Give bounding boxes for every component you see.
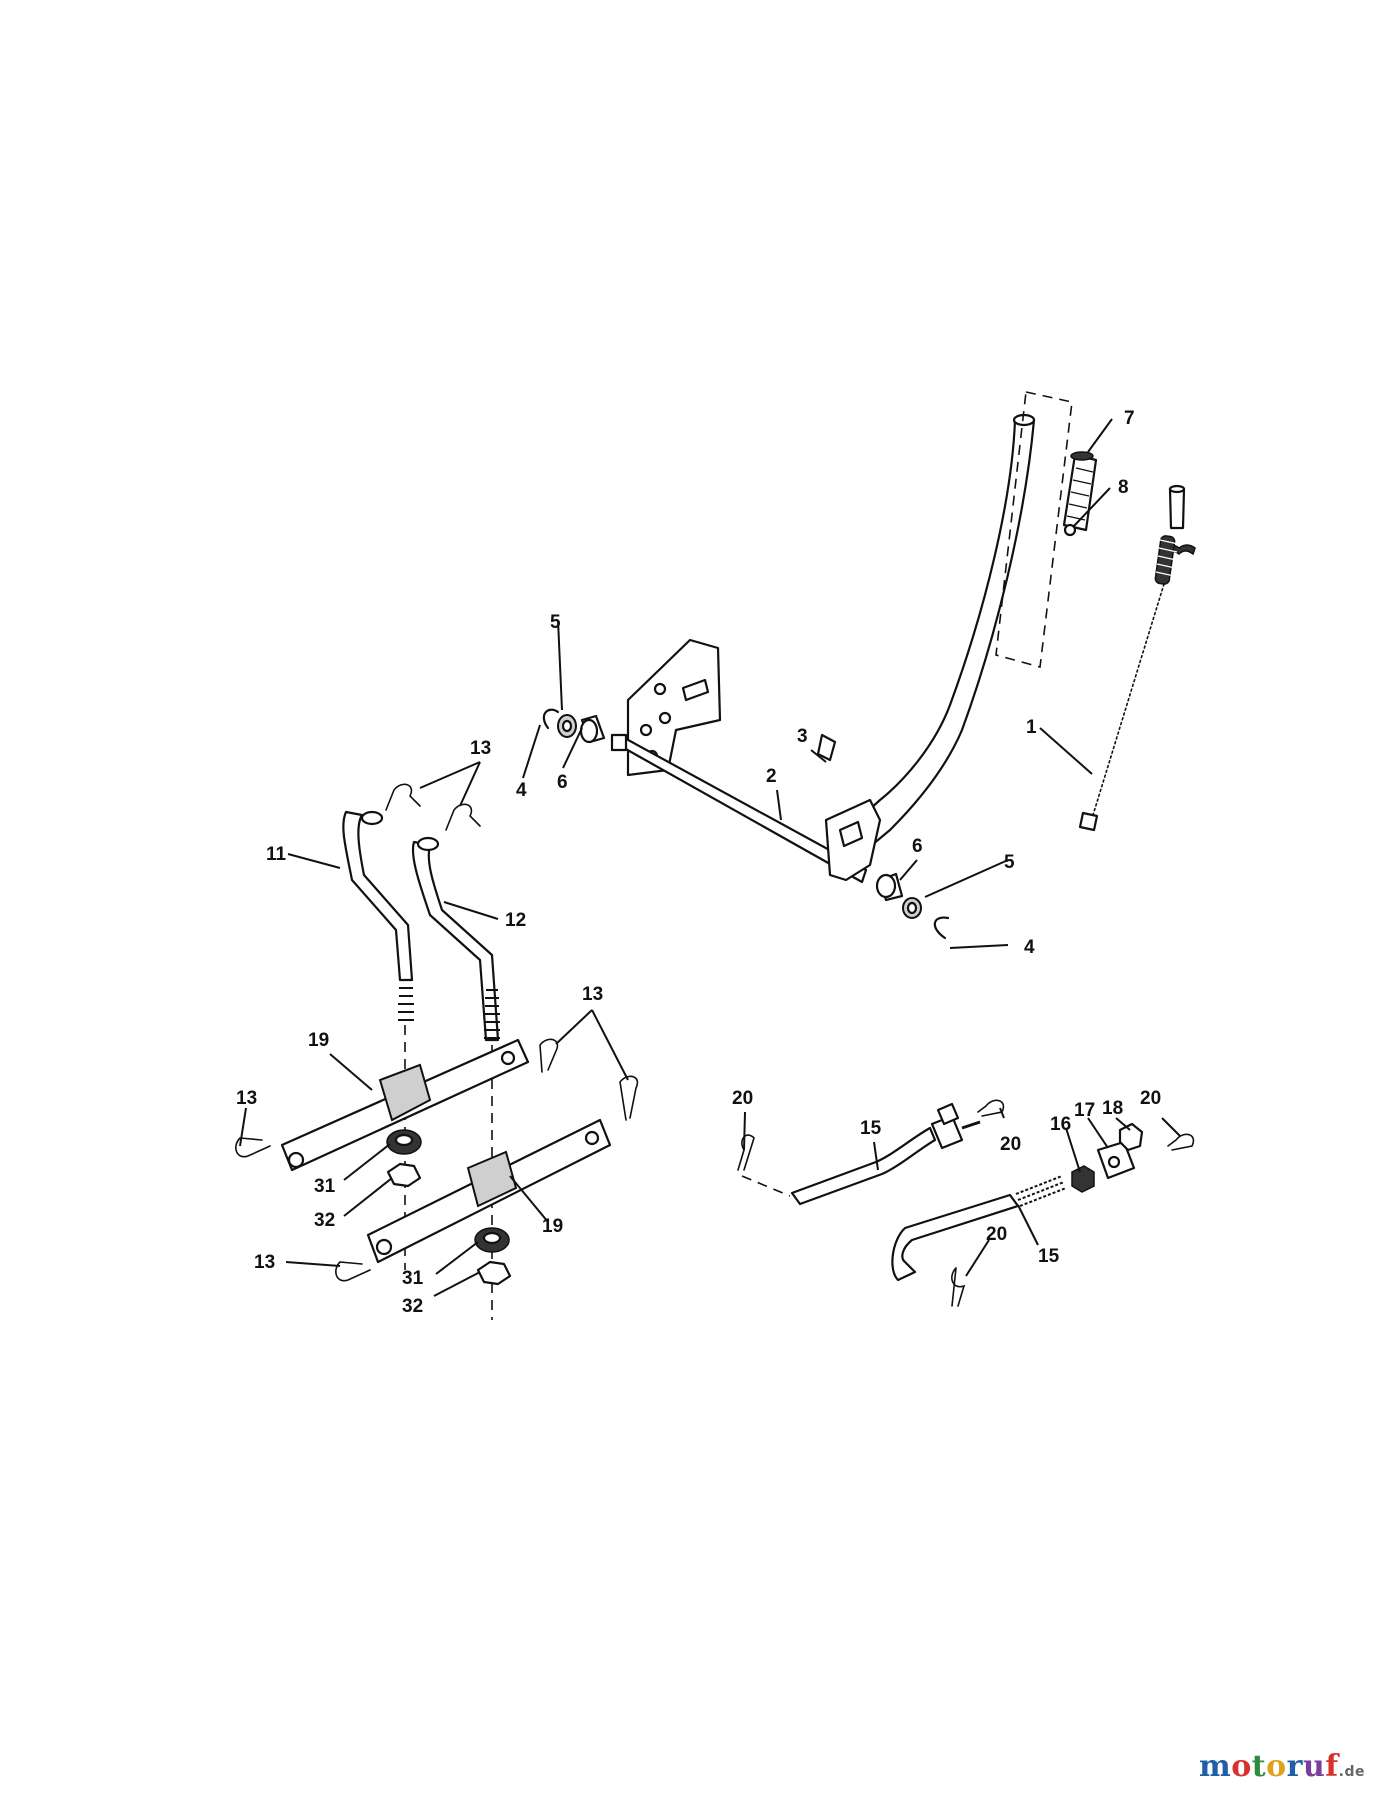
part-15-upper-rod xyxy=(741,1102,981,1206)
callout-15b: 15 xyxy=(1038,1246,1060,1267)
callout-4a: 4 xyxy=(516,780,527,801)
callout-3: 3 xyxy=(797,726,808,747)
callout-13d: 13 xyxy=(254,1252,275,1273)
watermark-letter: o xyxy=(1231,1749,1252,1784)
part-12-rod xyxy=(411,836,500,1042)
callout-13c: 13 xyxy=(236,1088,257,1109)
callout-20b: 20 xyxy=(1000,1134,1021,1155)
watermark-suffix: .de xyxy=(1338,1764,1365,1780)
part-7-handle-grip xyxy=(1062,451,1098,537)
callout-31b: 31 xyxy=(402,1268,424,1289)
callout-11: 11 xyxy=(266,844,287,865)
callout-20c: 20 xyxy=(1140,1088,1161,1109)
callout-19b: 19 xyxy=(542,1216,563,1237)
part-15-lower-rod xyxy=(891,1175,1067,1282)
callout-5a: 5 xyxy=(550,612,561,633)
part-19-upper-link xyxy=(280,1038,530,1172)
watermark-letter: m xyxy=(1198,1749,1232,1784)
watermark-letter: o xyxy=(1266,1749,1287,1784)
part-19-lower-link xyxy=(366,1118,612,1264)
watermark-letter: t xyxy=(1251,1749,1267,1784)
callout-15a: 15 xyxy=(860,1118,882,1139)
part-13-clips xyxy=(235,783,639,1282)
leader-lines xyxy=(239,418,1181,1297)
watermark-letter: r xyxy=(1286,1749,1303,1784)
callout-19a: 19 xyxy=(308,1030,329,1051)
part-2-lift-shaft-assembly xyxy=(610,391,1073,884)
callout-13a: 13 xyxy=(470,738,491,759)
parts-4-5-6-right xyxy=(875,872,950,940)
callout-6a: 6 xyxy=(557,772,568,793)
callout-32b: 32 xyxy=(402,1296,423,1317)
callout-13b: 13 xyxy=(582,984,603,1005)
parts-16-17-18 xyxy=(1071,1122,1144,1193)
callout-31a: 31 xyxy=(314,1176,336,1197)
callout-8: 8 xyxy=(1118,477,1129,498)
callout-labels: 1 2 3 4 4 5 5 6 6 7 8 11 12 13 13 13 13 … xyxy=(236,408,1161,1317)
watermark-letter: f xyxy=(1325,1749,1339,1784)
callout-6b: 6 xyxy=(912,836,923,857)
watermark-text: motoruf xyxy=(1199,1749,1339,1784)
callout-4b: 4 xyxy=(1024,937,1035,958)
parts-4-5-6-left xyxy=(542,708,606,744)
callout-17: 17 xyxy=(1074,1100,1095,1121)
parts-31-32-upper xyxy=(386,1129,422,1188)
part-1-lift-cable xyxy=(1078,484,1196,832)
callout-5b: 5 xyxy=(1004,852,1015,873)
callout-20a: 20 xyxy=(732,1088,753,1109)
part-11-rod xyxy=(342,810,414,1021)
watermark-logo: motoruf.de xyxy=(1199,1749,1365,1784)
parts-31-32-lower xyxy=(474,1227,512,1286)
callout-16: 16 xyxy=(1050,1114,1071,1135)
callout-32a: 32 xyxy=(314,1210,335,1231)
callout-18: 18 xyxy=(1102,1098,1123,1119)
callout-20d: 20 xyxy=(986,1224,1007,1245)
callout-12: 12 xyxy=(505,910,526,931)
callout-2: 2 xyxy=(766,766,777,787)
callout-1: 1 xyxy=(1026,717,1037,738)
callout-7: 7 xyxy=(1124,408,1135,429)
watermark-letter: u xyxy=(1302,1749,1326,1784)
